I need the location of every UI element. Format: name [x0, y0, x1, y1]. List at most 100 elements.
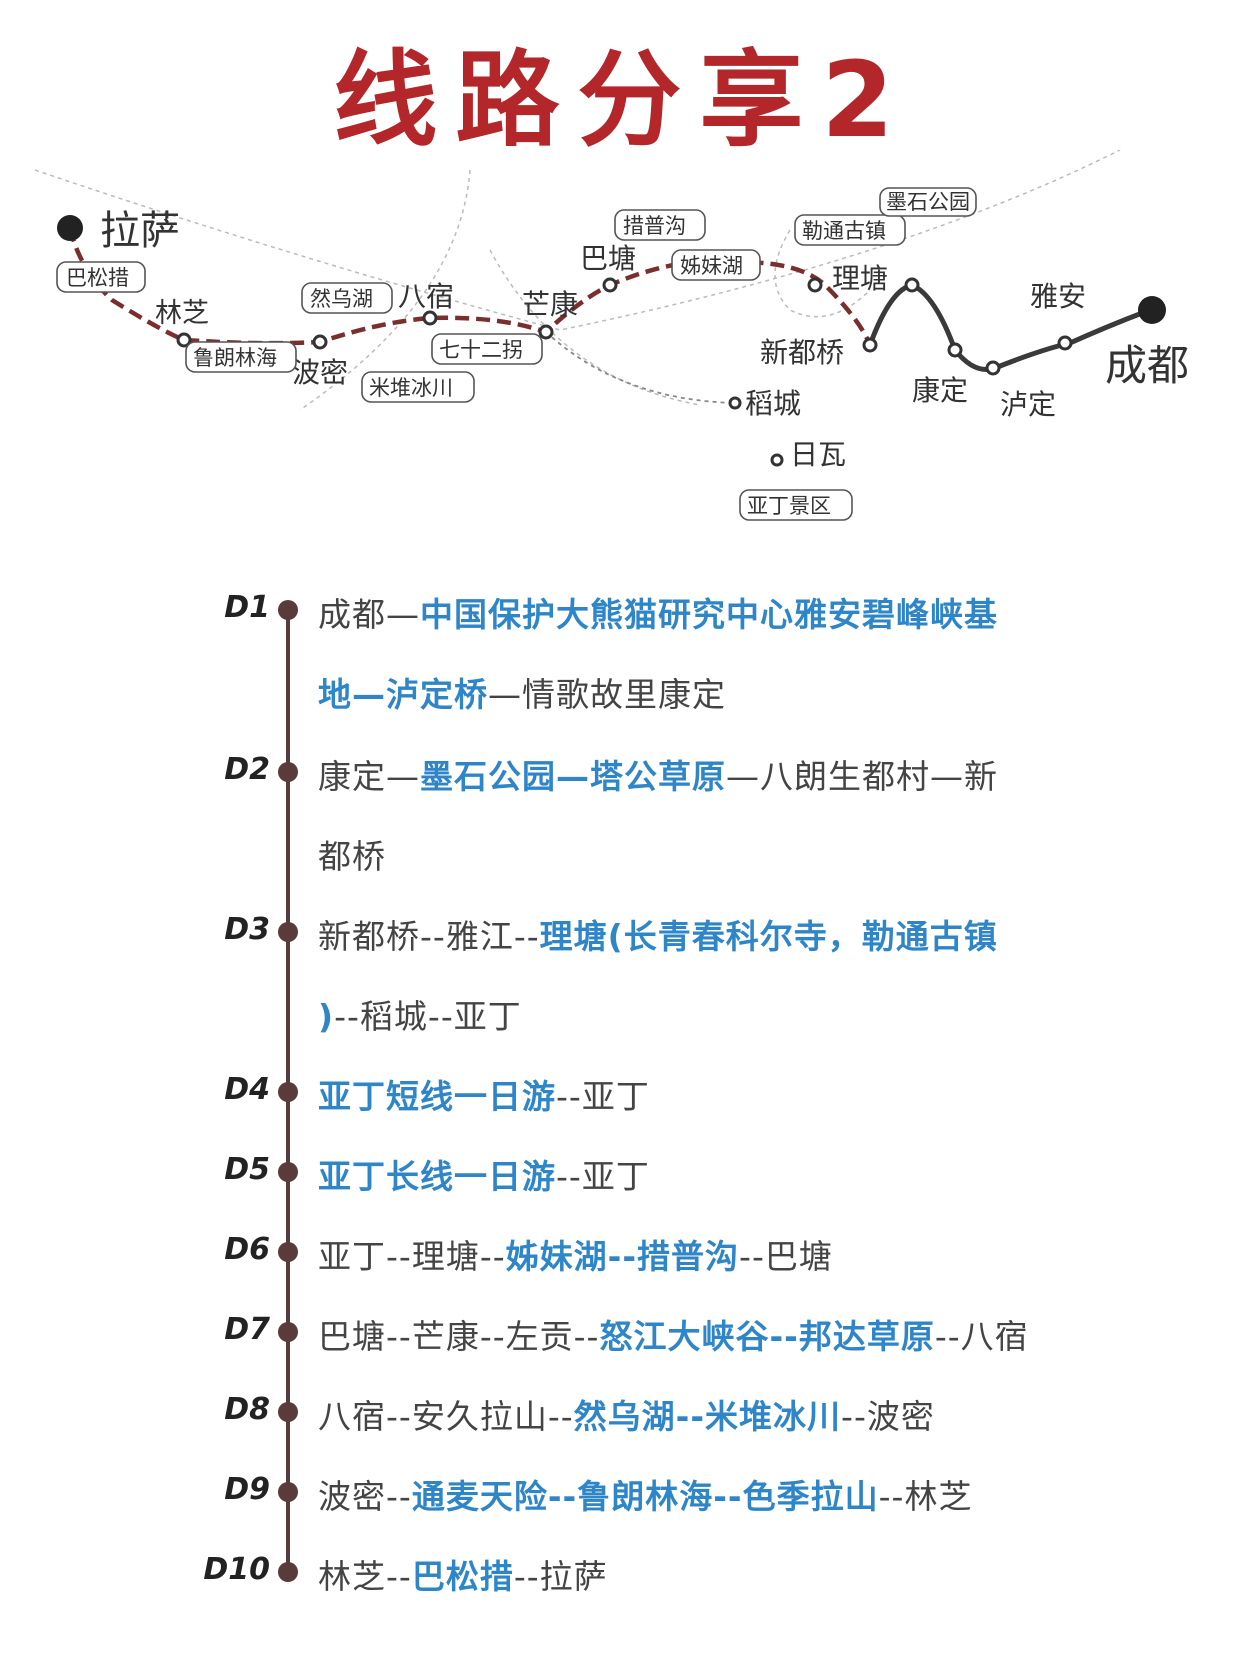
route-text: --亚丁 [556, 1157, 650, 1196]
day-text-line: 亚丁--理塘--姊妹湖--措普沟--巴塘 [318, 1230, 1048, 1278]
day-label: D9 [224, 1472, 270, 1507]
route-text: --林芝 [878, 1477, 973, 1516]
city-label: 泸定 [1000, 388, 1056, 421]
route-text: 巴塘--芒康--左贡-- [318, 1317, 600, 1356]
guide-arc [299, 169, 471, 411]
day-text-line: )--稻城--亚丁 [318, 990, 1048, 1038]
timeline-dot [278, 1082, 298, 1102]
attraction-text: 亚丁长线一日游 [318, 1157, 556, 1196]
route-branch [545, 331, 736, 404]
stop-marker [728, 396, 742, 410]
page-title: 线路分享2 [333, 39, 912, 161]
timeline-dot [278, 1562, 298, 1582]
timeline-dot [278, 1402, 298, 1422]
attraction-text: 通麦天险--鲁朗林海--色季拉山 [411, 1477, 879, 1516]
route-text: 都桥 [318, 837, 386, 876]
route-map: 拉萨 成都 林芝 波密 八宿 芒康 巴塘 理塘 新都桥 康定 泸定 雅安 稻城 … [34, 150, 1189, 521]
timeline-dot [278, 1242, 298, 1262]
attraction-text: 墨石公园—塔公草原 [420, 757, 726, 796]
endpoint-lhasa: 拉萨 [100, 208, 180, 254]
tag-box [739, 489, 853, 521]
city-label: 芒康 [522, 288, 578, 321]
tag-box [671, 249, 761, 281]
attraction-text: 地—泸定桥 [318, 675, 488, 714]
route-text: 林芝-- [318, 1557, 412, 1596]
day-text-line: 巴塘--芒康--左贡--怒江大峡谷--邦达草原--八宿 [318, 1310, 1048, 1358]
route-text: --亚丁 [556, 1077, 650, 1116]
timeline-dot [278, 922, 298, 942]
day-label: D3 [224, 912, 270, 947]
endpoint-dot [57, 215, 83, 241]
day-label: D6 [224, 1232, 270, 1267]
day-label: D1 [224, 590, 270, 625]
day-text-line: 康定—墨石公园—塔公草原—八朗生都村—新 [318, 750, 1048, 798]
tag-box [56, 261, 146, 293]
day-text-line: 八宿--安久拉山--然乌湖--米堆冰川--波密 [318, 1390, 1048, 1438]
stop-marker [602, 277, 618, 293]
stop-marker [904, 277, 920, 293]
day-label: D2 [224, 752, 270, 787]
day-text-line: 新都桥--雅江--理塘(长青春科尔寺，勒通古镇 [318, 910, 1048, 958]
stop-marker [862, 337, 878, 353]
city-label: 八宿 [398, 280, 454, 313]
day-label: D5 [224, 1152, 270, 1187]
stop-marker [985, 360, 1001, 376]
attraction-text: 巴松措 [411, 1557, 514, 1596]
attraction-text: ) [318, 997, 335, 1036]
tag-label: 姊妹湖 [680, 254, 743, 278]
attraction-text: 亚丁短线一日游 [318, 1077, 556, 1116]
timeline-dot [278, 1322, 298, 1342]
attraction-text: 中国保护大熊猫研究中心雅安碧峰峡基 [420, 595, 998, 634]
day-label: D4 [224, 1072, 270, 1107]
tag-box [431, 333, 543, 365]
attraction-text: 然乌湖--米堆冰川 [573, 1397, 842, 1436]
attraction-text: 理塘(长青春科尔寺，勒通古镇 [539, 917, 998, 956]
city-label: 巴塘 [580, 242, 636, 275]
stop-marker [422, 310, 438, 326]
attraction-text: 怒江大峡谷--邦达草原 [599, 1317, 935, 1356]
day-text-line: 亚丁长线一日游--亚丁 [318, 1150, 1048, 1198]
route-text: --巴塘 [739, 1237, 833, 1276]
tag-label: 七十二拐 [439, 338, 523, 362]
attraction-text: 姊妹湖--措普沟 [505, 1237, 740, 1276]
city-label: 新都桥 [760, 336, 844, 369]
route-text: 八宿--安久拉山-- [318, 1397, 574, 1436]
tag-label: 米堆冰川 [369, 376, 453, 400]
day-text-line: 林芝--巴松措--拉萨 [318, 1550, 1048, 1598]
route-text: 亚丁--理塘-- [318, 1237, 506, 1276]
day-text-line: 成都—中国保护大熊猫研究中心雅安碧峰峡基 [318, 588, 1048, 636]
city-label: 理塘 [832, 262, 888, 295]
route-text: 波密-- [318, 1477, 412, 1516]
route-text: --八宿 [934, 1317, 1029, 1356]
tag-label: 勒通古镇 [802, 219, 886, 243]
tag-label: 然乌湖 [310, 287, 373, 311]
timeline-dot [278, 600, 298, 620]
day-text-line: 都桥 [318, 830, 1048, 878]
route-text: 成都— [318, 595, 420, 634]
route-dashed [67, 227, 873, 346]
stop-marker [1057, 335, 1073, 351]
stop-marker [538, 324, 554, 340]
tag-label: 墨石公园 [886, 190, 970, 214]
day-label: D8 [224, 1392, 270, 1427]
route-text: —八朗生都村—新 [726, 757, 998, 796]
tag-box [185, 341, 297, 373]
stop-marker [312, 334, 328, 350]
stop-marker [807, 277, 823, 293]
route-text: --波密 [841, 1397, 935, 1436]
city-label: 林芝 [155, 298, 209, 329]
timeline-dot [278, 762, 298, 782]
tag-label: 亚丁景区 [747, 494, 831, 518]
city-label: 波密 [292, 356, 348, 389]
city-label: 日瓦 [790, 438, 846, 471]
timeline-dot [278, 1162, 298, 1182]
guide-arc [489, 249, 701, 406]
route-text: --稻城--亚丁 [334, 997, 522, 1036]
tag-label: 措普沟 [623, 214, 686, 238]
stop-marker [176, 332, 192, 348]
city-label: 康定 [912, 374, 968, 407]
city-label: 稻城 [745, 387, 801, 420]
endpoint-chengdu: 成都 [1105, 341, 1189, 390]
endpoint-dot [1138, 296, 1166, 324]
